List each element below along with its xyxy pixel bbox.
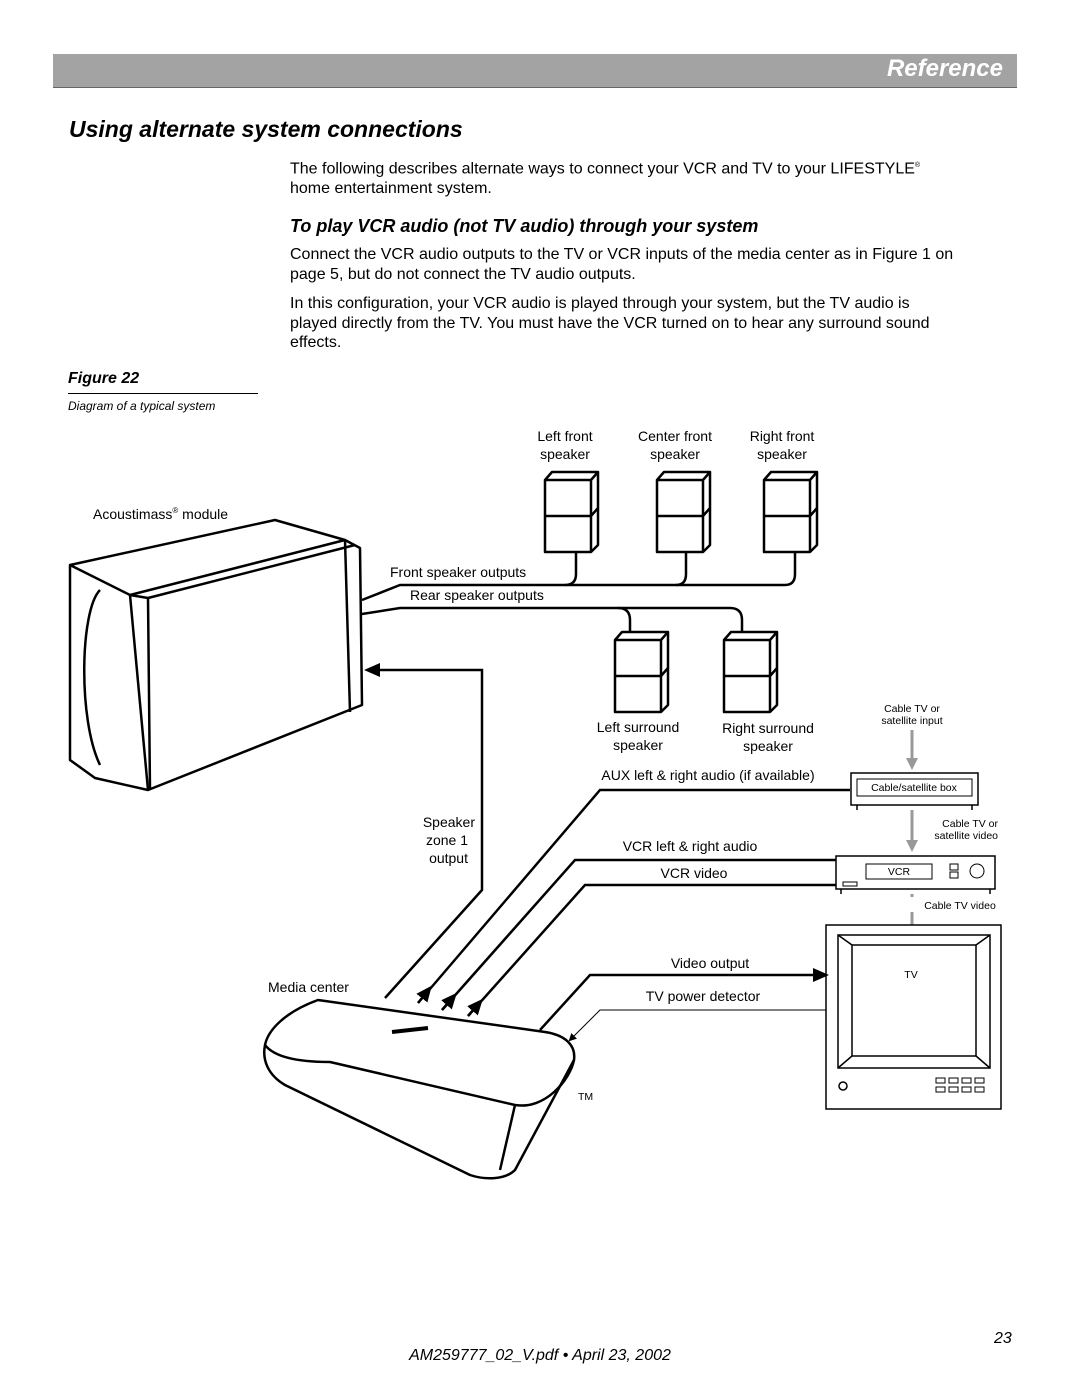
intro-text-end: home entertainment system. [290,179,492,197]
acoustimass-module [68,518,364,792]
cable-tv-video-label: Cable TV video [924,900,996,912]
aux-audio-arrow [416,985,432,1004]
cable-video-label-1: Cable TV or [942,818,998,830]
left-front-label-2: speaker [540,446,590,462]
speaker-zone-wire [364,663,484,999]
section-header-title: Reference [886,55,1003,82]
left-surround-speaker [613,630,670,714]
vcr-label: VCR [888,866,911,878]
vcr-video-wire [467,883,836,1017]
left-front-label: Left front [537,428,592,444]
right-front-speaker [762,470,819,554]
left-surround-label-2: speaker [613,737,663,753]
tv-power-line [568,1009,826,1042]
vcr-audio-wire [441,858,836,1011]
tv-label: TV [904,969,917,981]
left-surround-label: Left surround [597,719,680,735]
cable-input-label-2: satellite input [881,715,942,727]
section-subtitle: To play VCR audio (not TV audio) through… [290,216,759,236]
aux-audio-label: AUX left & right audio (if available) [601,767,814,783]
paragraph-2-line-1: In this configuration, your VCR audio is… [290,295,910,312]
vcr-audio-arrow [441,992,457,1011]
intro-paragraph: The following describes alternate ways t… [290,156,1025,198]
rear-wire-left [361,606,632,632]
center-front-label-2: speaker [650,446,700,462]
section-header-bar: Reference [53,54,1017,88]
paragraph-1-line-1: Connect the VCR audio outputs to the TV … [290,246,954,263]
center-front-label: Center front [638,428,712,444]
acoustimass-label: Acoustimass® module [93,506,228,522]
cable-video-label-2: satellite video [934,830,998,842]
paragraph-1-line-2: page 5, but do not connect the TV audio … [290,265,636,283]
right-surround-label-2: speaker [743,738,793,754]
rear-wire-right [618,606,744,632]
speaker-zone-label-2: zone 1 [426,832,468,848]
page-title: Using alternate system connections [69,116,463,142]
page-number: 23 [994,1330,1012,1347]
front-wire-center [565,553,688,587]
paragraph-2-line-3: effects. [290,334,342,351]
cable-input-label-1: Cable TV or [884,703,940,715]
tv-power-label: TV power detector [646,988,761,1004]
paragraph-2-line-2: played directly from the TV. You must ha… [290,314,930,332]
left-front-speaker [543,470,600,554]
speaker-zone-label-1: Speaker [423,814,475,830]
figure-label: Figure 22 [68,370,140,387]
figure-caption: Diagram of a typical system [68,399,216,413]
video-output-wire [539,968,829,1031]
vcr-video-label: VCR video [661,865,728,881]
video-output-label: Video output [671,955,749,971]
media-center-unit [263,998,576,1180]
figure-rule [68,393,258,394]
speaker-zone-label-3: output [429,850,468,866]
footer-doc-info: AM259777_02_V.pdf • April 23, 2002 [409,1347,671,1364]
right-front-label-2: speaker [757,446,807,462]
vcr-video-arrow [467,998,483,1017]
tv-set [825,924,1002,1110]
right-surround-speaker [722,630,779,714]
paragraph-1: Connect the VCR audio outputs to the TV … [290,245,1025,284]
cable-satellite-box: Cable/satellite box [850,772,979,810]
registered-mark: ® [914,162,921,169]
media-center-label: Media center [268,979,349,995]
paragraph-2: In this configuration, your VCR audio is… [290,294,1025,353]
rear-outputs-label: Rear speaker outputs [410,587,544,603]
right-front-label: Right front [750,428,815,444]
right-surround-label: Right surround [722,720,814,736]
vcr-audio-label: VCR left & right audio [623,838,758,854]
front-outputs-label: Front speaker outputs [390,564,526,580]
front-wire-right [676,553,797,587]
cable-box-label: Cable/satellite box [871,782,958,794]
center-front-speaker [655,470,712,554]
intro-text: The following describes alternate ways t… [290,160,915,178]
aux-audio-wire [417,788,850,1004]
vcr-unit: VCR [835,855,996,894]
trademark-label: TM [578,1091,593,1103]
